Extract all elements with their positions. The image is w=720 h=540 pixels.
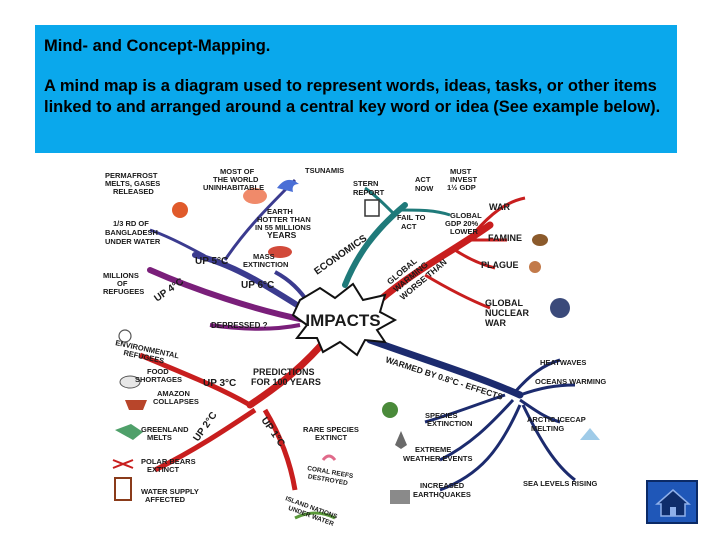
label-tsunamis: TSUNAMIS bbox=[305, 166, 344, 175]
central-label: IMPACTS bbox=[305, 311, 380, 330]
branch-arctic bbox=[519, 398, 561, 424]
branch-plague bbox=[454, 248, 496, 270]
branch-nuclear bbox=[424, 273, 491, 310]
sketch-water-tap bbox=[114, 477, 132, 501]
sketch-food bbox=[119, 375, 141, 389]
label-plague: PLAGUE bbox=[481, 260, 519, 270]
label-island-nations: ISLAND NATIONSUNDER WATER bbox=[282, 495, 339, 528]
sketch-coral bbox=[321, 454, 337, 461]
branch-earthquakes bbox=[439, 404, 522, 492]
sketch-species bbox=[382, 402, 398, 418]
branch-war bbox=[473, 196, 526, 233]
sketch-amazon bbox=[125, 400, 147, 410]
sketch-illustrations bbox=[112, 179, 600, 520]
branch-up2 bbox=[153, 407, 257, 473]
branch-depressed bbox=[209, 323, 301, 331]
sketch-greenland bbox=[115, 424, 143, 440]
sketch-iceberg bbox=[580, 428, 600, 440]
sketch-island bbox=[294, 511, 336, 520]
sketch-nuclear bbox=[550, 298, 570, 318]
slide-title: Mind- and Concept-Mapping. bbox=[44, 37, 271, 55]
branch-heatwaves bbox=[513, 358, 561, 393]
branch-stern bbox=[364, 186, 397, 217]
sketch-wave bbox=[277, 179, 299, 192]
branch-global-gdp bbox=[399, 208, 451, 217]
sketch-bubbles bbox=[118, 329, 132, 343]
sketch-famine bbox=[532, 234, 548, 246]
sketch-world bbox=[243, 188, 267, 204]
sketch-skeleton bbox=[268, 246, 292, 258]
label-oceans: OCEANS WARMING bbox=[535, 377, 606, 386]
slide-body-text: A mind map is a diagram used to represen… bbox=[44, 77, 661, 116]
branch-economics bbox=[342, 202, 408, 288]
branch-oceans bbox=[519, 383, 576, 397]
label-famine: FAMINE bbox=[488, 233, 522, 243]
sketch-storm bbox=[395, 431, 407, 449]
sketch-house bbox=[390, 490, 410, 504]
label-sea-levels: SEA LEVELS RISING bbox=[523, 479, 597, 488]
home-button[interactable] bbox=[646, 480, 698, 524]
branch-up5-bangladesh bbox=[149, 228, 206, 258]
label-depressed: DEPRESSED ? bbox=[211, 321, 268, 330]
central-node: IMPACTS bbox=[291, 282, 398, 357]
home-icon bbox=[655, 489, 691, 517]
sketch-fire bbox=[172, 202, 188, 218]
label-war: WAR bbox=[489, 202, 510, 212]
description-box: Mind- and Concept-Mapping. A mind map is… bbox=[35, 25, 677, 153]
label-up5: UP 5°C bbox=[195, 256, 228, 267]
sketch-polar-bear bbox=[112, 459, 134, 469]
mind-map-branches bbox=[139, 178, 576, 492]
label-coral: CORAL REEFSDESTROYED bbox=[305, 465, 354, 488]
branch-up5 bbox=[192, 252, 308, 313]
sketch-report bbox=[364, 199, 380, 217]
branch-sea-levels bbox=[521, 404, 576, 482]
branch-up4 bbox=[147, 267, 308, 323]
label-heatwaves: HEATWAVES bbox=[540, 358, 586, 367]
central-starburst bbox=[291, 282, 398, 357]
label-up6: UP 6°C bbox=[241, 280, 274, 291]
branch-up1 bbox=[262, 408, 298, 491]
label-env-refugees: ENVIRONMENTALREFUGEES bbox=[113, 338, 180, 368]
label-up3: UP 3°C bbox=[203, 378, 236, 389]
sketch-plague bbox=[529, 261, 541, 273]
branch-species bbox=[424, 393, 506, 424]
branch-warmed bbox=[366, 336, 524, 399]
branch-extreme bbox=[439, 398, 515, 462]
branch-up3 bbox=[139, 352, 252, 408]
branch-global-warming bbox=[376, 221, 494, 304]
